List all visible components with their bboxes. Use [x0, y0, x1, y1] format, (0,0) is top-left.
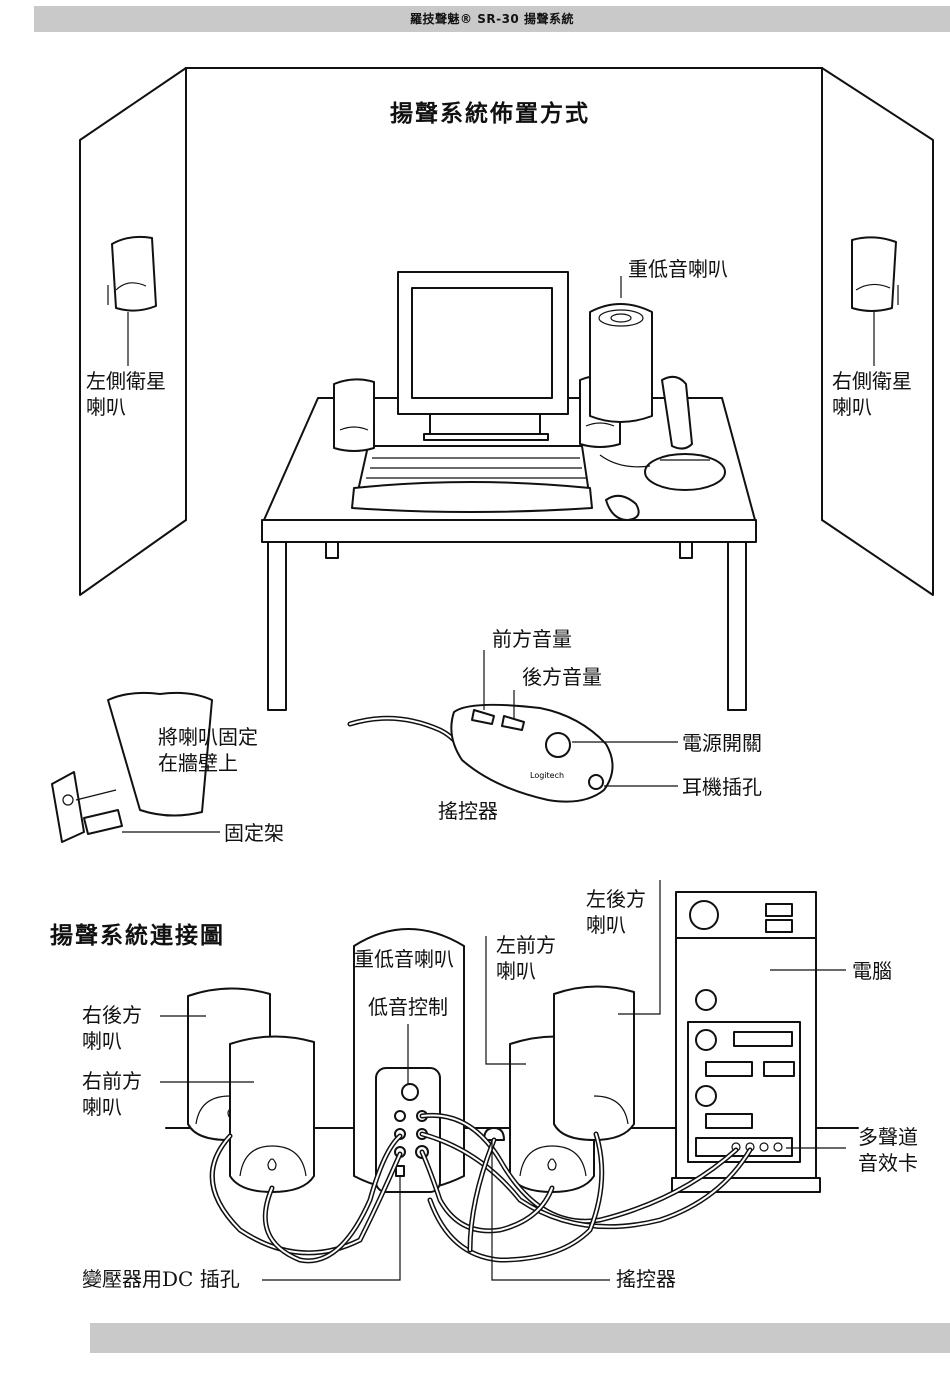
- bass-control-label: 低音控制: [368, 994, 448, 1020]
- right-rear-label-2: 喇叭: [82, 1028, 122, 1054]
- dc-jack-label: 變壓器用DC 插孔: [82, 1266, 240, 1292]
- right-rear-label-1: 右後方: [82, 1002, 142, 1028]
- left-rear-speaker: [554, 986, 634, 1140]
- computer-tower: [672, 892, 820, 1192]
- connection-controller-label: 搖控器: [616, 1266, 676, 1292]
- footer-bar: [90, 1323, 950, 1353]
- left-rear-label-1: 左後方: [586, 886, 646, 912]
- connection-subwoofer-label: 重低音喇叭: [354, 946, 454, 972]
- left-rear-label-2: 喇叭: [586, 912, 626, 938]
- sound-card-label-2: 音效卡: [858, 1150, 918, 1176]
- computer-label: 電腦: [852, 958, 892, 984]
- right-front-label-1: 右前方: [82, 1068, 142, 1094]
- sound-card-label-1: 多聲道: [858, 1124, 918, 1150]
- right-front-speaker: [230, 1036, 314, 1192]
- connection-title: 揚聲系統連接圖: [50, 916, 225, 950]
- left-front-label-2: 喇叭: [496, 958, 536, 984]
- right-front-label-2: 喇叭: [82, 1094, 122, 1120]
- left-front-label-1: 左前方: [496, 932, 556, 958]
